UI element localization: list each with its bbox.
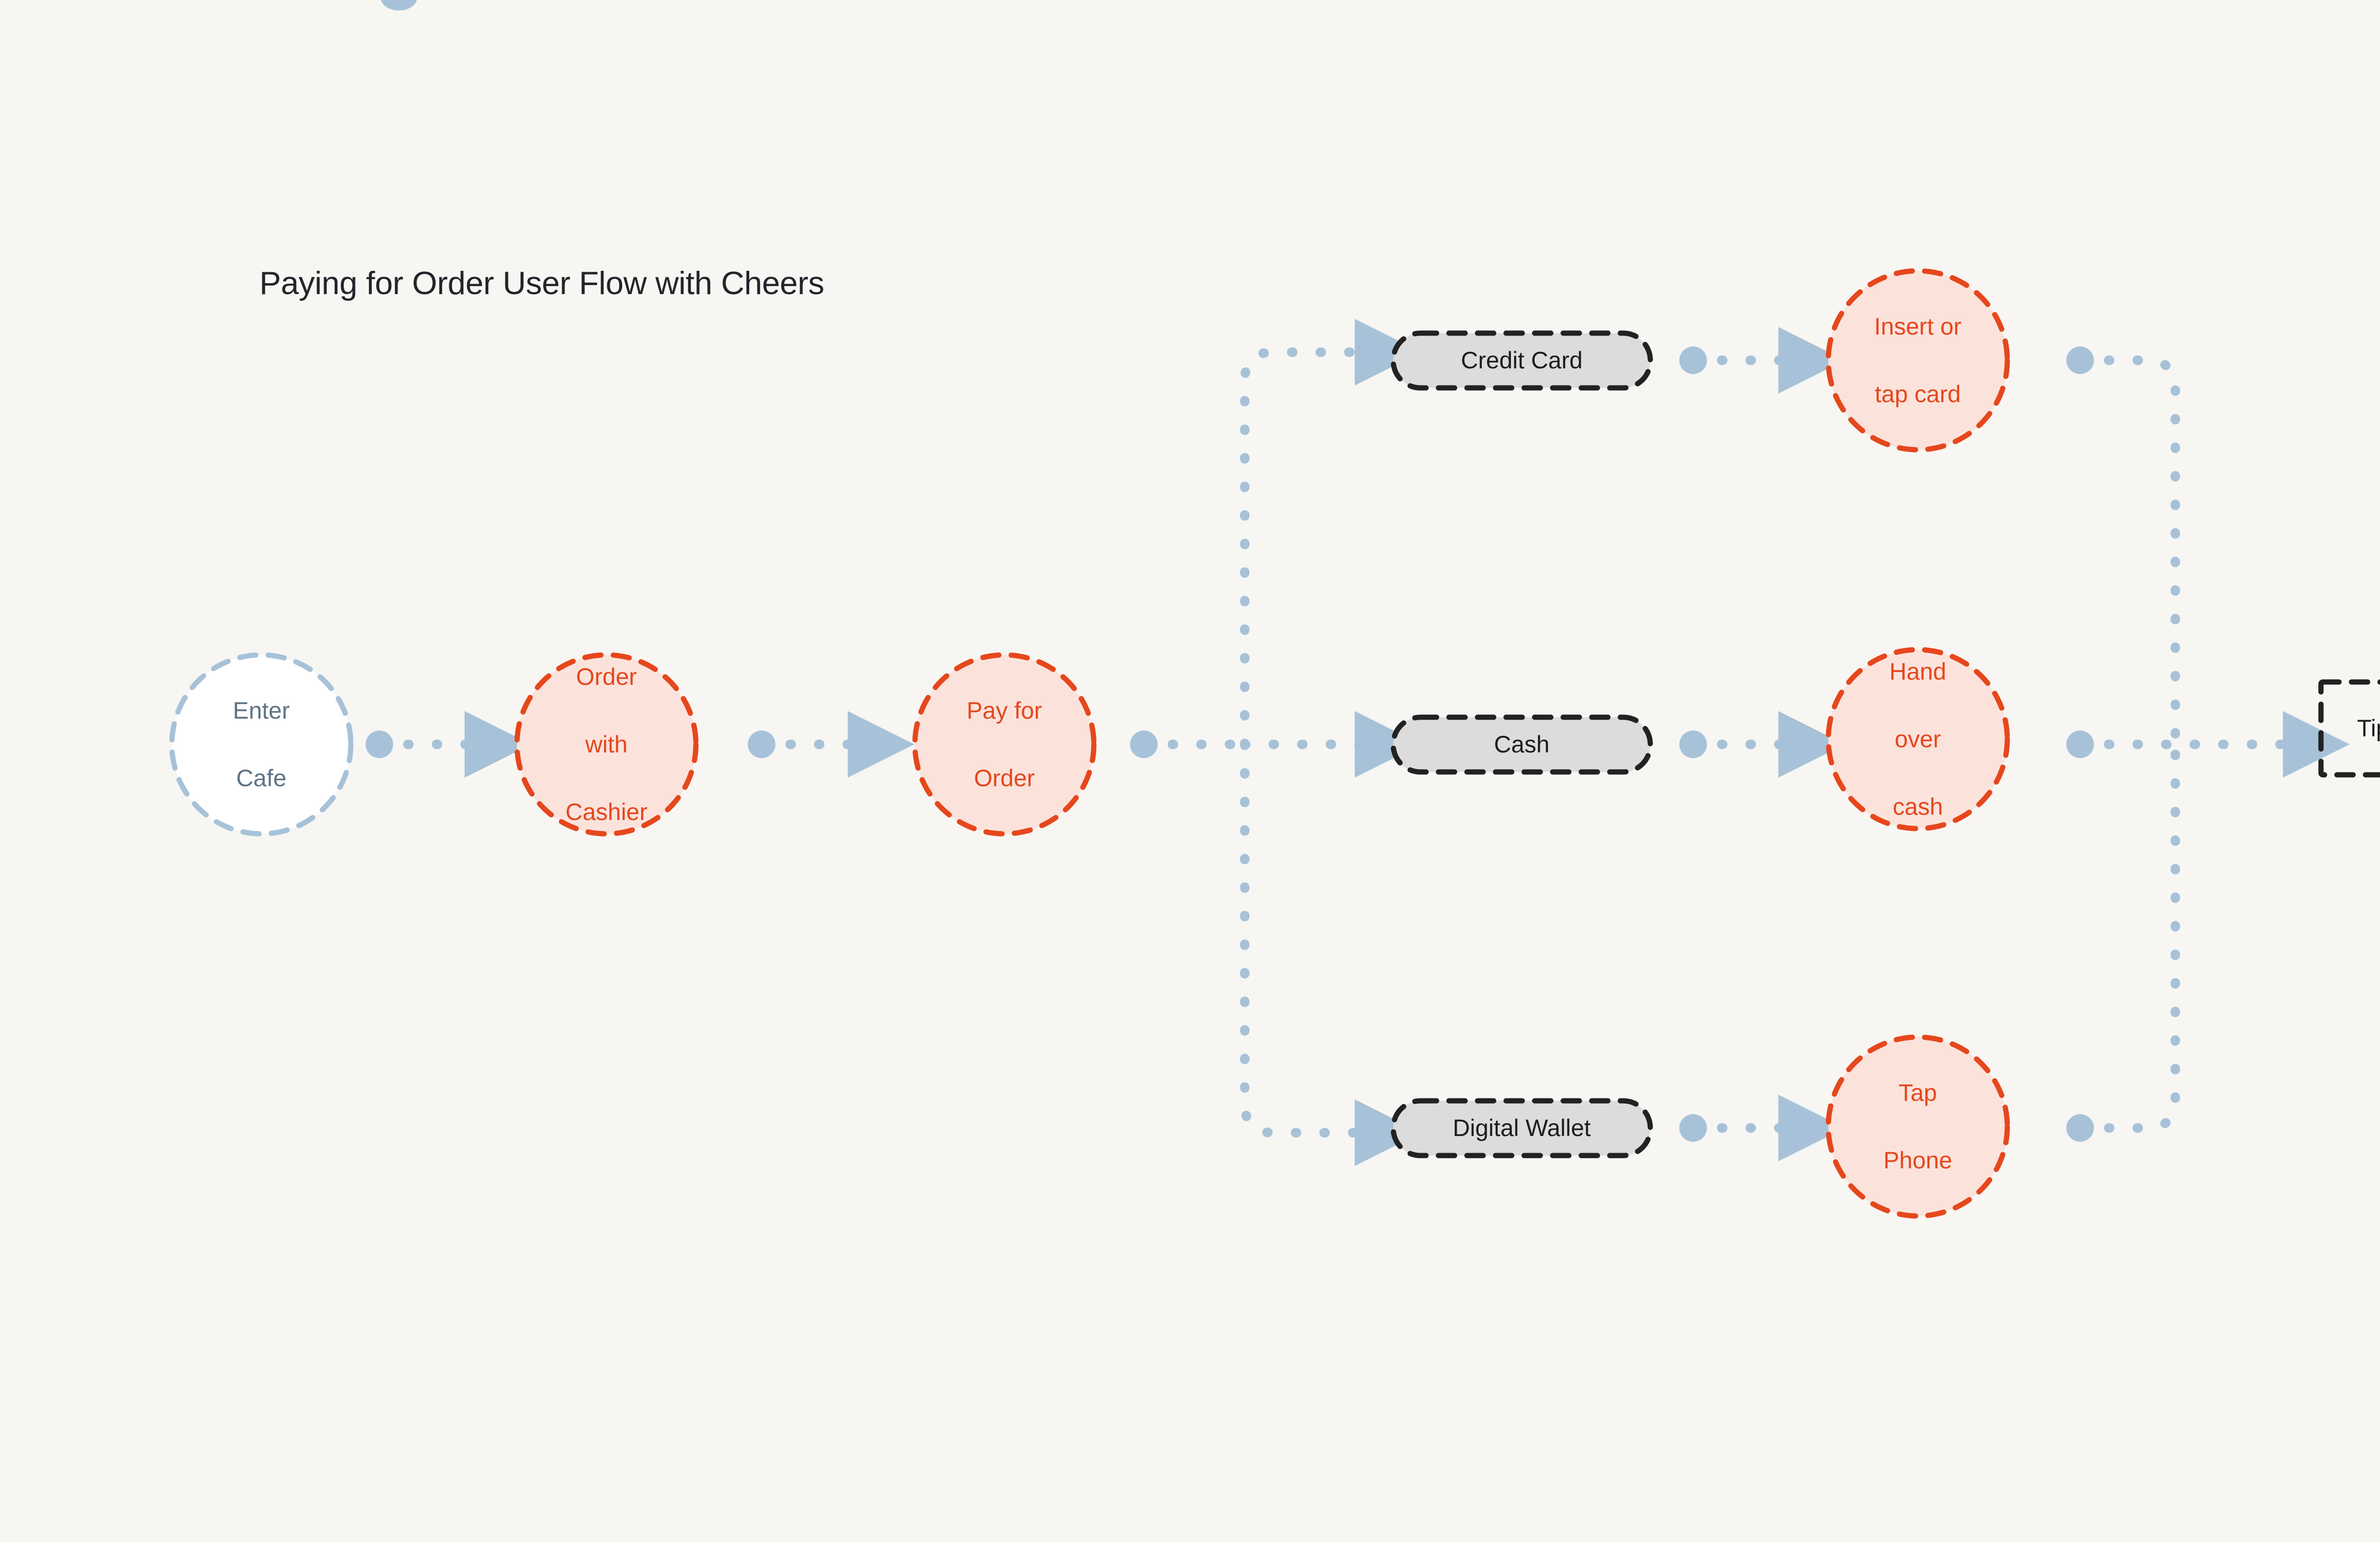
node-pay-for-order[interactable] xyxy=(912,652,1097,837)
node-enter-cafe[interactable] xyxy=(169,652,354,837)
node-tip-now-or-tip-later[interactable] xyxy=(2318,679,2380,778)
page-title: Paying for Order User Flow with Cheers xyxy=(259,265,824,301)
connector-enter-cafe-to-order xyxy=(366,711,531,778)
connector-insert-tap-to-tip xyxy=(2066,346,2180,749)
connector-order-to-pay xyxy=(748,711,914,778)
connector-digital-wallet-to-tap-phone xyxy=(1679,1095,1845,1161)
node-insert-or-tap-card[interactable] xyxy=(1825,268,2010,453)
node-tap-phone[interactable] xyxy=(1825,1034,2010,1219)
connector-pay-branch-trunk xyxy=(1130,319,1421,1166)
node-shape-layer xyxy=(169,268,2380,1219)
top-edge-marker xyxy=(381,0,417,10)
connector-cash-to-hand-over xyxy=(1679,711,1845,778)
connector-hand-over-to-tip xyxy=(2066,711,2350,778)
connector-credit-card-to-insert-tap xyxy=(1679,327,1845,394)
node-credit-card[interactable] xyxy=(1390,330,1653,391)
connector-layer xyxy=(366,319,2350,1166)
node-digital-wallet[interactable] xyxy=(1390,1098,1653,1158)
connector-tap-phone-to-tip xyxy=(2066,740,2180,1142)
node-order-with-cashier[interactable] xyxy=(514,652,699,837)
node-hand-over-cash[interactable] xyxy=(1825,647,2010,831)
node-cash[interactable] xyxy=(1390,714,1653,775)
